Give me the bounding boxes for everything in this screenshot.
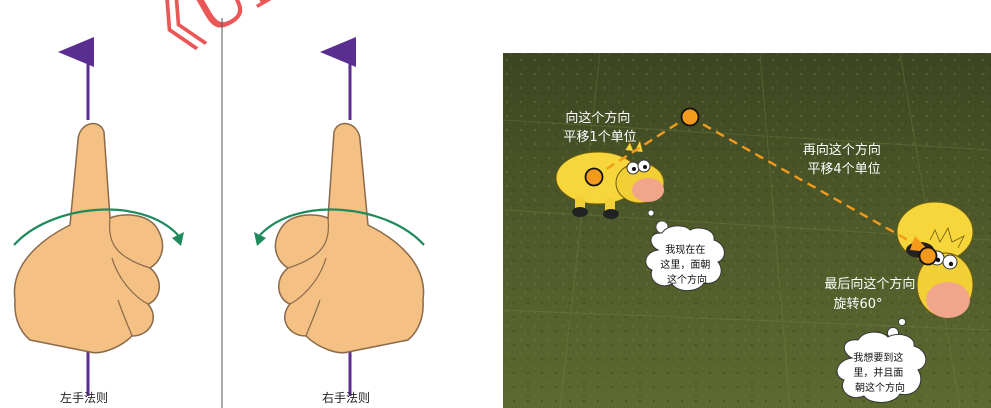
right-finger-lines [287,217,330,337]
left-caption: 左手法则 [60,390,108,405]
watermark: 《Un [120,0,301,84]
svg-text:我现在在 这里，面朝 这个方: 我现在在 这里，面朝 这个方向 [660,244,713,286]
svg-text:我想要到这 里，并且面 朝这: 我想要到这 里，并且面 朝这个方向 [853,351,906,394]
scene-panel: 向这个方向 平移1个单位 再向这个方向 平移4个单位 最后向这个方向 旋转60°… [502,52,991,408]
left-rotation-arrowhead [172,232,184,246]
left-hand-shape [13,122,164,354]
right-rotation-arrowhead [254,232,266,246]
right-hand-diagram: 右手法则 [254,37,425,405]
left-finger-lines [108,217,151,337]
mid-point [680,107,700,127]
right-rotation-arrow [259,208,425,246]
move1-path [593,116,687,179]
right-hand-shape [274,122,425,354]
left-hand-diagram: 左手法则 [13,37,184,405]
thought-bubble-start: 我现在在 这里，面朝 这个方向 [645,209,725,292]
end-point [918,246,938,266]
move2-label: 再向这个方向 平移4个单位 [803,142,885,177]
left-rotation-arrow [13,208,179,246]
rotate-label: 最后向这个方向 旋转60° [824,276,919,312]
move1-label: 向这个方向 平移1个单位 [563,110,636,145]
thought-bubble-target: 我想要到这 里，并且面 朝这个方向 [836,318,927,403]
right-caption: 右手法则 [322,390,370,405]
start-point [584,167,604,187]
